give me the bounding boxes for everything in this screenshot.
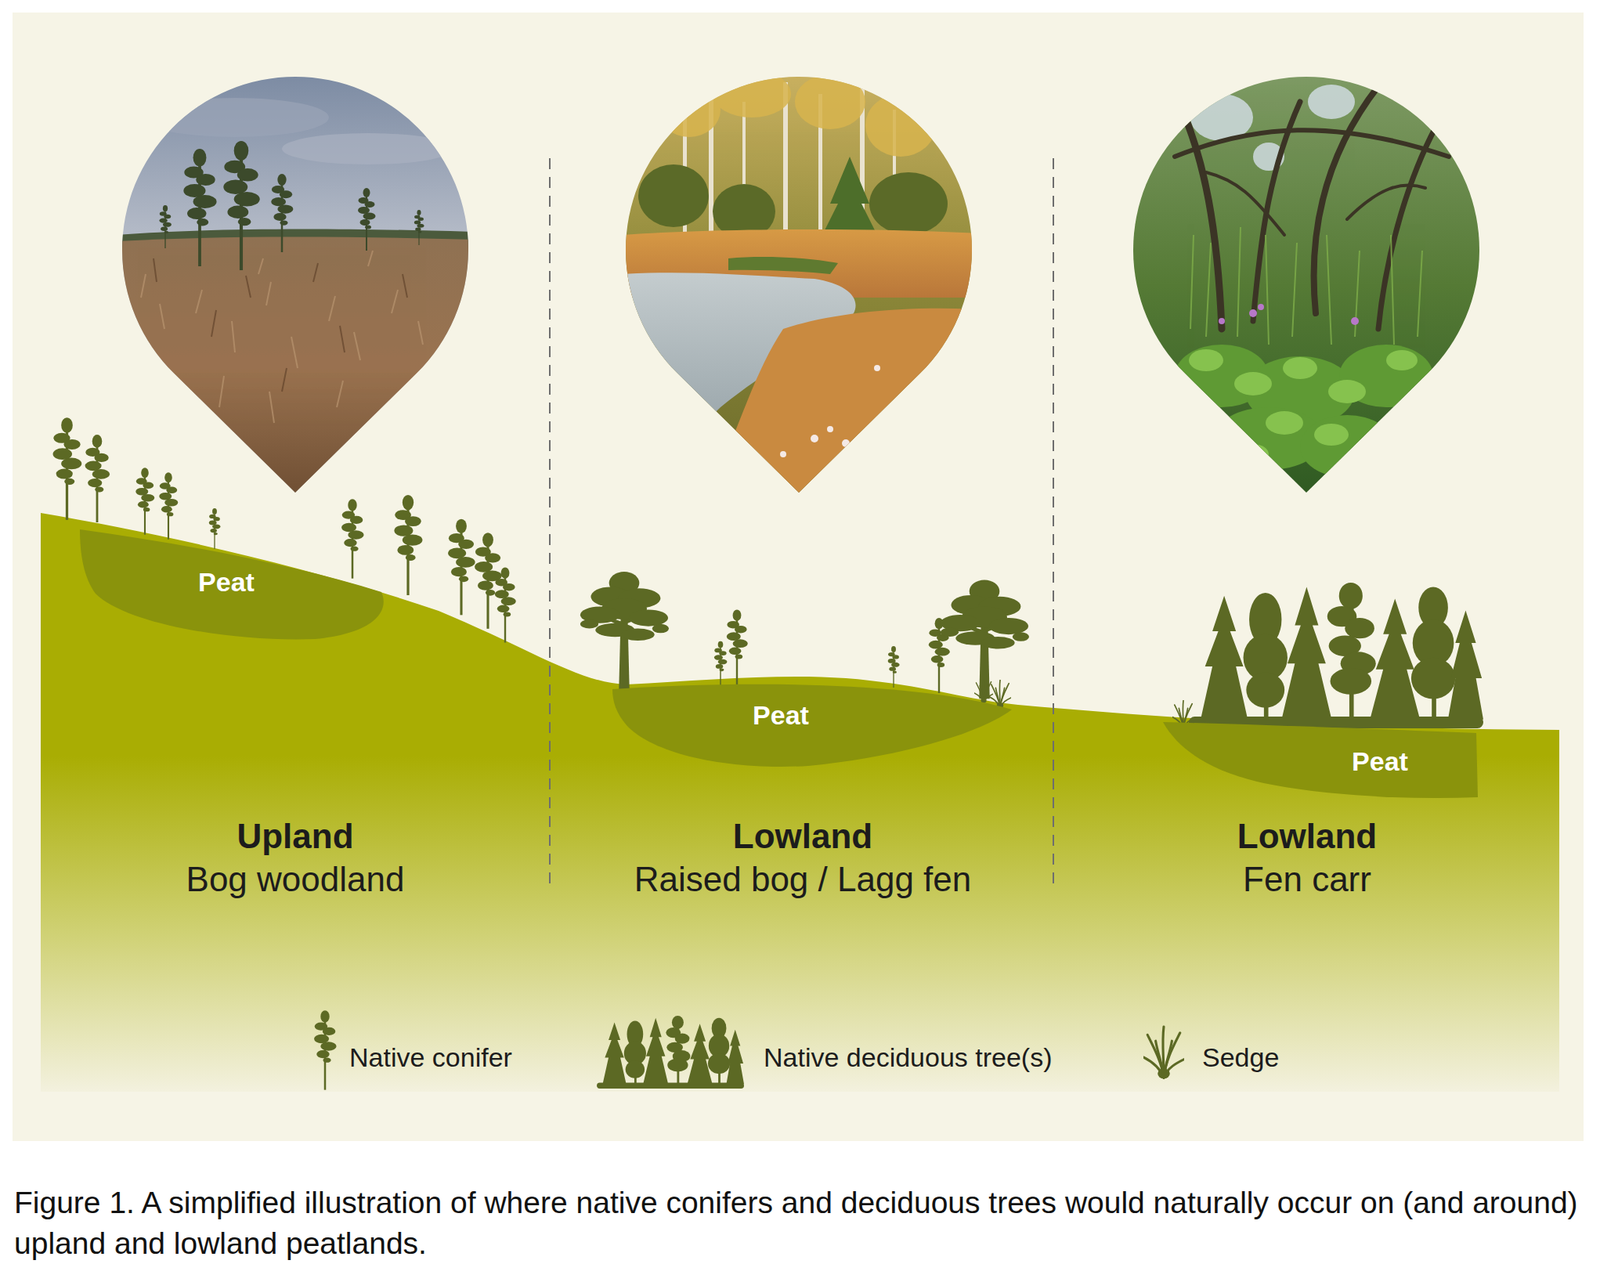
sedge	[974, 679, 994, 704]
photo-bog-woodland	[117, 74, 478, 502]
native-conifers	[53, 417, 517, 643]
scots-pine	[940, 580, 1030, 700]
peat-outline	[79, 529, 384, 640]
conifer	[158, 472, 178, 539]
legend-label: Native conifer	[349, 1042, 513, 1073]
conifer	[714, 641, 728, 688]
legend-label: Native deciduous tree(s)	[763, 1042, 1053, 1073]
conifer	[341, 498, 364, 578]
ground-profile	[40, 512, 1560, 1092]
legend-conifer-icon	[314, 1010, 336, 1090]
conifer	[494, 567, 517, 643]
zone-heading: Upland	[236, 816, 354, 857]
peat-label: Peat	[1351, 747, 1409, 777]
conifer	[393, 494, 423, 596]
deciduous-trees	[1188, 582, 1484, 729]
divider-line	[1052, 158, 1055, 889]
zone-heading: Lowland	[733, 816, 873, 857]
habitat-name: Raised bog / Lagg fen	[634, 859, 972, 900]
background-panel	[12, 12, 1584, 1142]
habitat-name: Bog woodland	[186, 859, 405, 900]
conifer	[726, 610, 748, 686]
conifer	[209, 508, 221, 549]
divider-line	[548, 158, 551, 889]
conifer	[888, 646, 900, 688]
peat-pocket: Peat	[79, 523, 394, 645]
peat-shape	[612, 678, 1014, 773]
peat-outline	[1162, 722, 1478, 799]
conifer	[53, 417, 83, 521]
scots-pine	[580, 571, 669, 691]
peat-shape	[1162, 718, 1481, 802]
photo-raised-bog	[622, 70, 983, 502]
legend-label: Sedge	[1202, 1042, 1279, 1073]
conifer	[447, 519, 475, 616]
conifer	[85, 434, 111, 523]
peat-pocket: Peat	[1162, 718, 1481, 802]
deciduous-cluster	[1188, 582, 1484, 729]
raised-bog-trees	[580, 571, 1030, 699]
peat-label: Peat	[752, 700, 810, 730]
photo-fen-carr	[1127, 74, 1489, 498]
habitat-name: Fen carr	[1242, 859, 1372, 900]
peat-outline	[612, 684, 1012, 767]
zone-heading: Lowland	[1237, 816, 1377, 857]
sedges	[974, 679, 1195, 729]
peat-pocket: Peat	[612, 678, 1014, 773]
figure-caption: Figure 1. A simplified illustration of w…	[14, 1182, 1585, 1265]
legend-deciduous-icon	[596, 1015, 745, 1089]
legend-sedge-icon	[1143, 1026, 1185, 1079]
legend-icons	[314, 1010, 1185, 1090]
sedge	[989, 680, 1012, 709]
peat-label: Peat	[198, 567, 255, 597]
conifer	[135, 467, 155, 535]
